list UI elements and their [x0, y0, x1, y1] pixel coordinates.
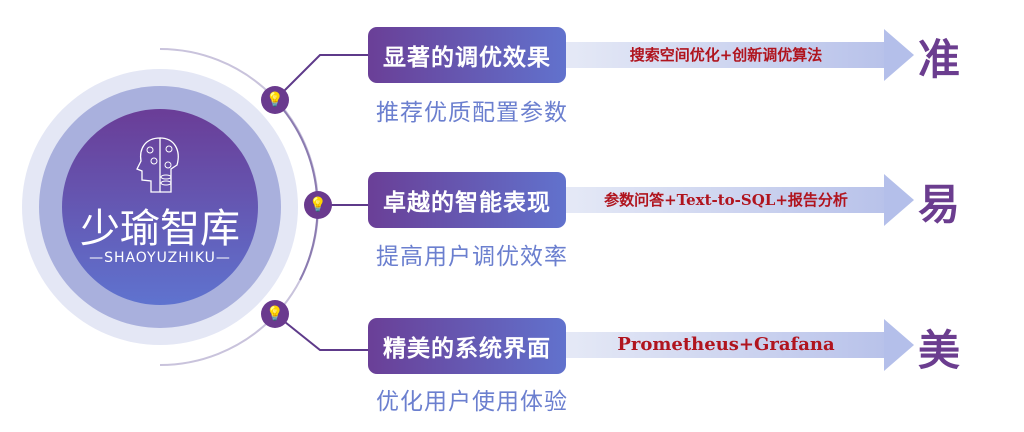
feature-subtitle-1: 推荐优质配置参数 [376, 100, 568, 126]
arrow-text-1: 搜索空间优化+创新调优算法 [629, 46, 823, 64]
feature-subtitle-2: 提高用户调优效率 [376, 244, 568, 270]
keyword-3: 美 [918, 326, 961, 375]
feature-title-1: 显著的调优效果 [368, 27, 566, 83]
feature-title-3: 精美的系统界面 [368, 318, 566, 374]
arrow-3: Prometheus+Grafana [566, 319, 914, 371]
arrow-text-2: 参数问答+Text-to-SQL+报告分析 [604, 191, 848, 209]
lightbulb-icon: 💡 [261, 300, 289, 328]
brain-head-icon [136, 137, 179, 193]
keyword-2: 易 [918, 180, 961, 229]
arrow-1: 搜索空间优化+创新调优算法 [566, 29, 914, 81]
logo-name-cn: 少瑜智库 [80, 206, 240, 252]
feature-subtitle-3: 优化用户使用体验 [376, 389, 568, 415]
logo-name-en: —SHAOYUZHIKU— [89, 250, 231, 266]
lightbulb-icon: 💡 [261, 86, 289, 114]
arrow-text-3: Prometheus+Grafana [617, 334, 835, 355]
keyword-1: 准 [918, 35, 961, 84]
arrow-2: 参数问答+Text-to-SQL+报告分析 [566, 174, 914, 226]
feature-title-2: 卓越的智能表现 [368, 172, 566, 228]
lightbulb-icon: 💡 [304, 191, 332, 219]
